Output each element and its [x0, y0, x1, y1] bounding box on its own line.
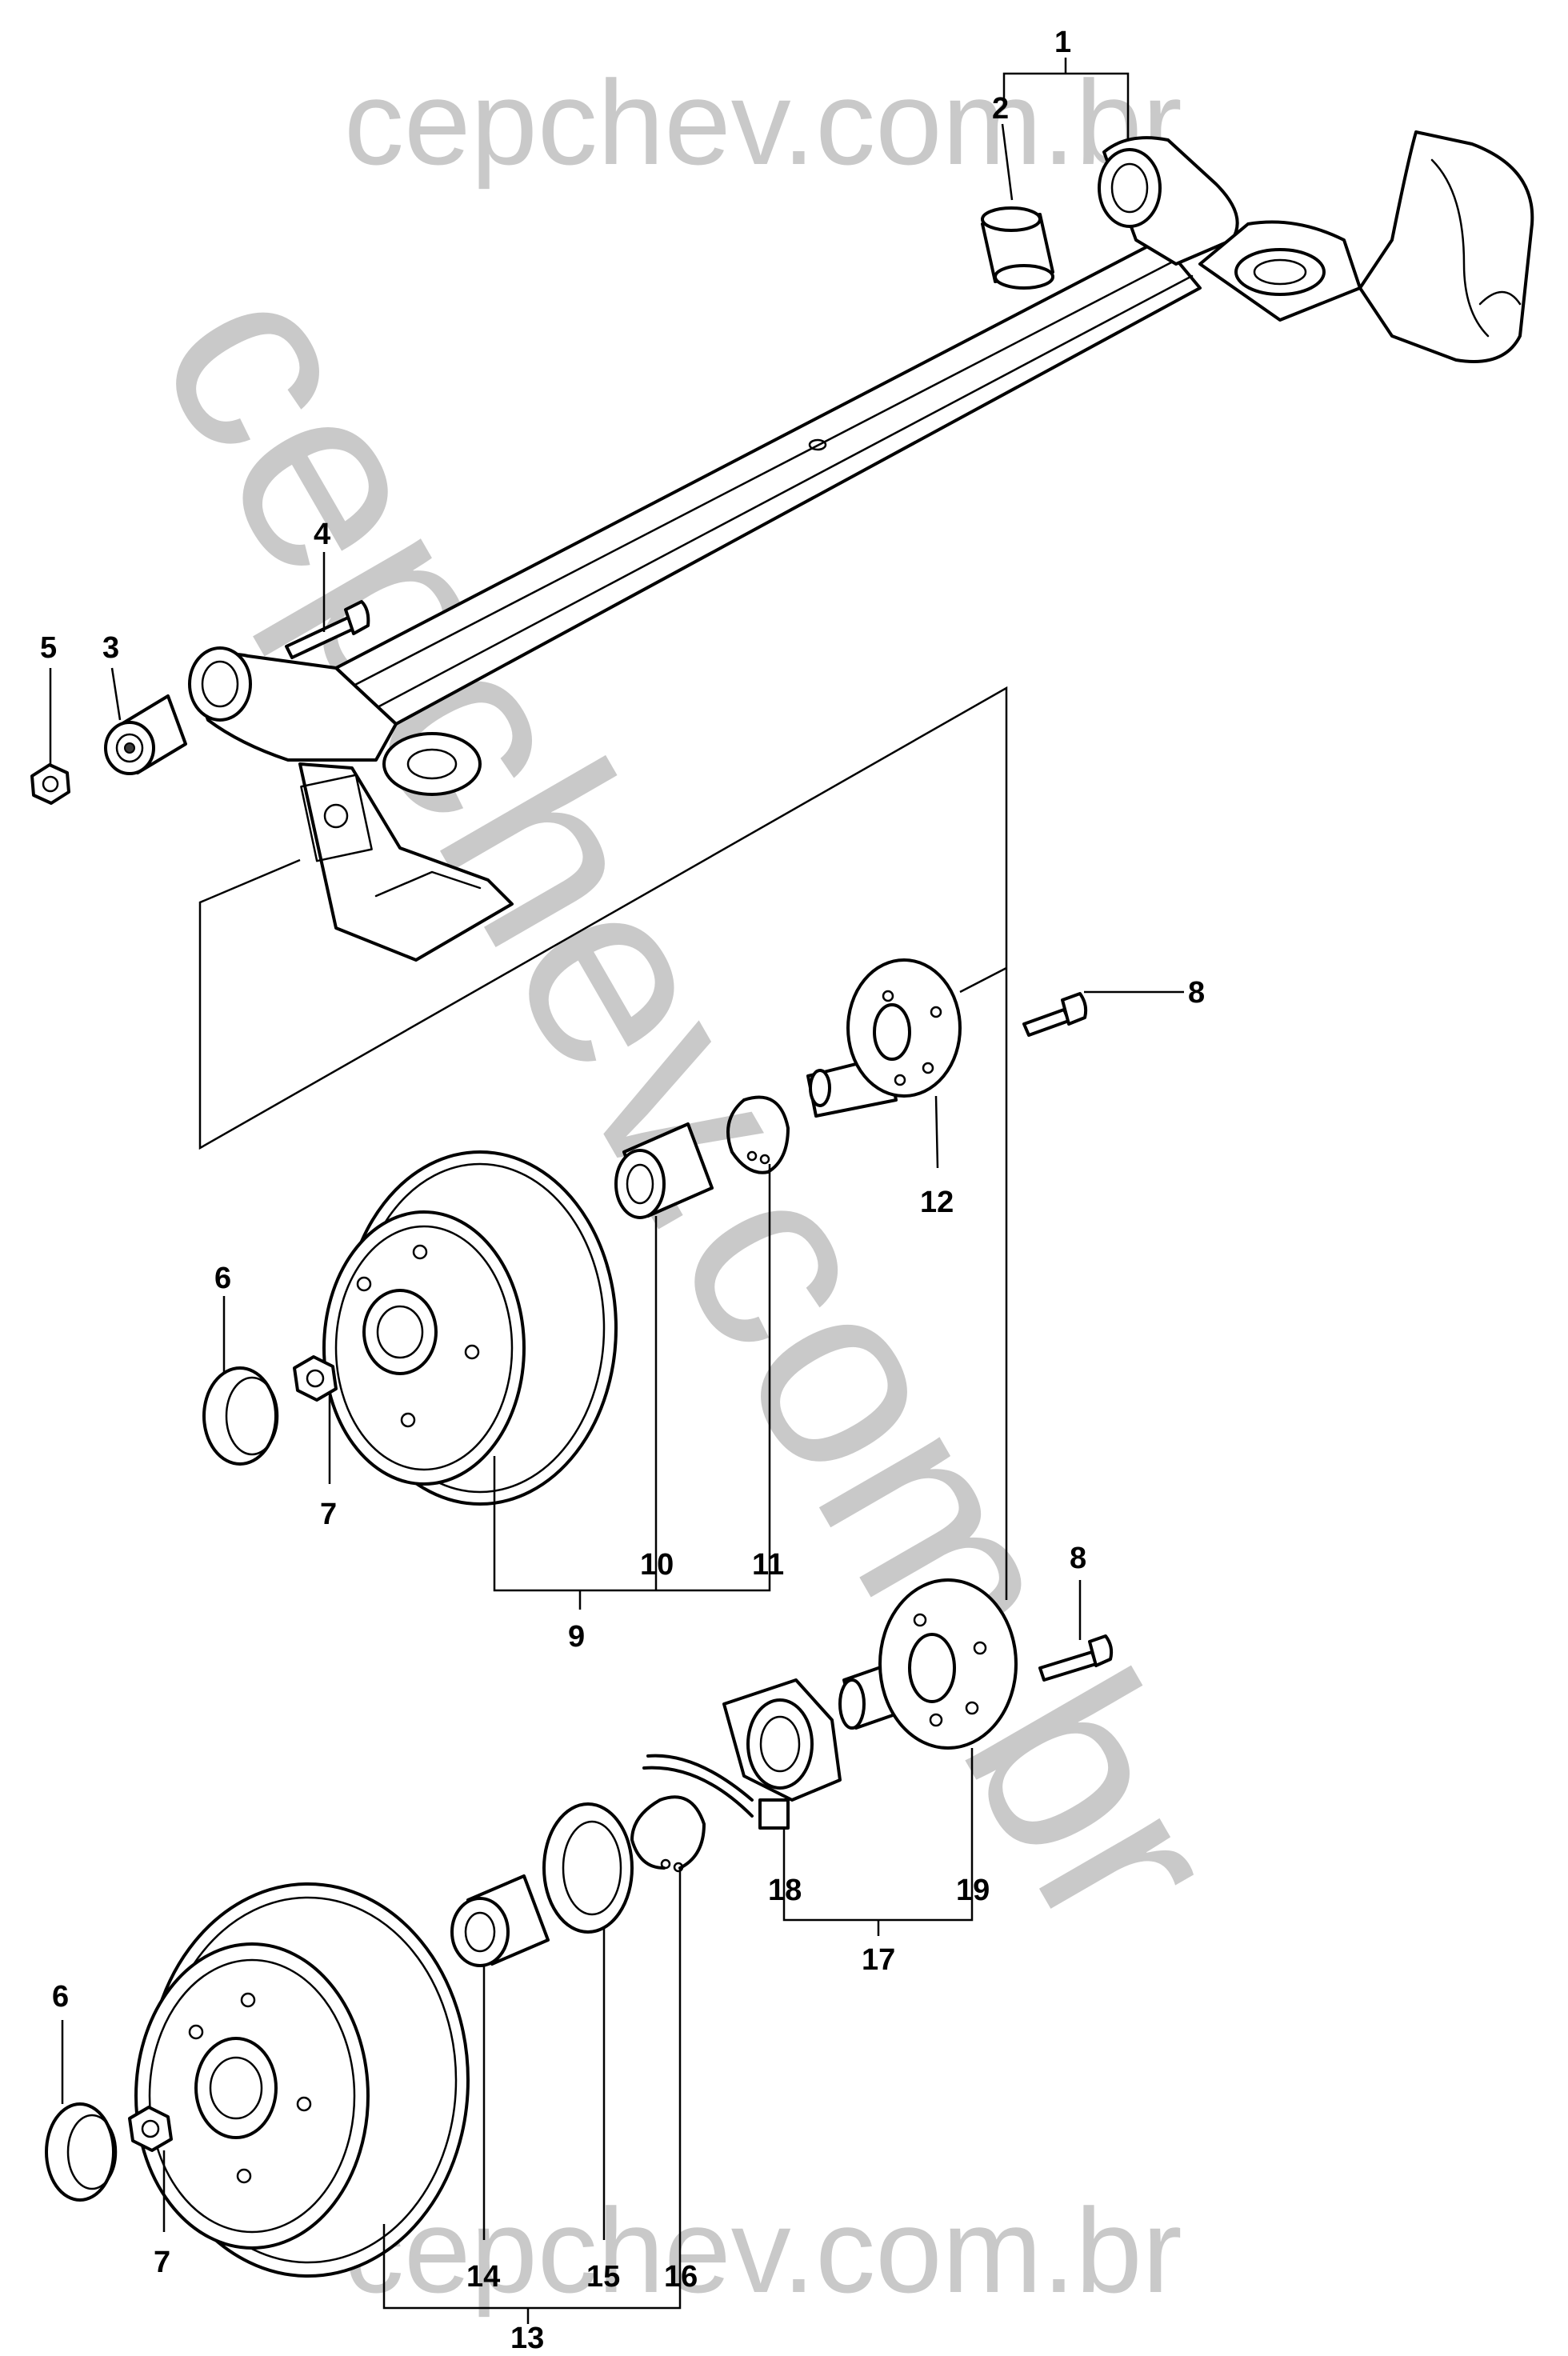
dust-cap-upper	[202, 1366, 279, 1466]
rear-axle-beam	[188, 130, 1534, 962]
callout-3: 3	[102, 631, 119, 665]
callout-6-lower: 6	[52, 1980, 69, 2014]
bolt-8-upper	[1022, 992, 1088, 1037]
leader-lines	[49, 58, 1184, 2324]
abs-sensor-ring	[642, 1678, 842, 1830]
dust-cap-lower	[45, 2102, 118, 2202]
callout-5: 5	[40, 631, 57, 665]
callout-15: 15	[586, 2260, 620, 2294]
snap-ring-upper	[726, 1095, 790, 1174]
watermark-bottom: cepchev.com.br	[344, 2183, 1182, 2318]
stub-axle-lower	[838, 1578, 1018, 1750]
callout-16: 16	[664, 2260, 698, 2294]
bearing-lower	[450, 1874, 550, 1967]
callout-8-lower: 8	[1070, 1542, 1086, 1575]
callout-13: 13	[510, 2322, 544, 2352]
callout-4: 4	[314, 518, 330, 551]
callout-11: 11	[752, 1548, 784, 1582]
bearing-upper	[614, 1122, 714, 1219]
brake-drum-upper	[322, 1150, 618, 1506]
callout-1: 1	[1054, 26, 1071, 59]
nut-upper	[293, 1355, 338, 1402]
snap-ring-lower	[630, 1795, 706, 1873]
callout-7-lower: 7	[154, 2246, 170, 2279]
callout-18: 18	[768, 1874, 802, 1907]
brake-drum-lower	[134, 1882, 470, 2278]
callout-2: 2	[992, 92, 1009, 126]
bolt-8-lower	[1038, 1634, 1114, 1682]
watermark-top: cepchev.com.br	[344, 55, 1182, 190]
bolt-4	[285, 600, 370, 659]
callout-7-upper: 7	[320, 1498, 337, 1531]
bushing-right	[981, 206, 1054, 290]
nut-5	[30, 763, 70, 805]
callout-9: 9	[568, 1620, 585, 1654]
callout-6-upper: 6	[214, 1262, 231, 1295]
nut-lower	[128, 2106, 173, 2152]
callout-8-upper: 8	[1188, 976, 1205, 1010]
callout-10: 10	[640, 1548, 674, 1582]
callout-17: 17	[862, 1943, 895, 1977]
stub-axle-upper	[806, 958, 962, 1118]
callout-labels: 1 2 3 4 5 6 7 8 9 10 11 12 8 18 19 17 6 …	[40, 26, 1205, 2355]
bushing-left	[104, 694, 187, 775]
callout-12: 12	[920, 1186, 954, 1219]
callout-14: 14	[466, 2260, 500, 2294]
callout-19: 19	[956, 1874, 990, 1907]
washer	[542, 1802, 634, 1934]
